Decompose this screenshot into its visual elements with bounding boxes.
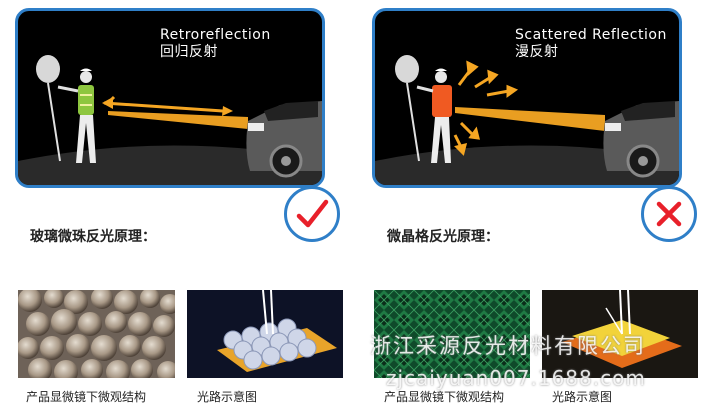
check-icon xyxy=(296,199,329,228)
watermark-company: 浙江采源反光材料有限公司 xyxy=(370,334,646,358)
left-caption: 玻璃微珠反光原理： xyxy=(30,229,156,245)
bead-light-path-icon xyxy=(217,290,337,372)
worker-orange-vest-icon xyxy=(395,55,452,163)
prism-pattern xyxy=(374,290,530,378)
worker-green-vest-icon xyxy=(36,55,96,163)
car-icon xyxy=(246,101,322,178)
prism-light-path-diagram xyxy=(542,290,698,378)
retroreflection-scene xyxy=(18,55,322,185)
thumb-caption-2: 光路示意图 xyxy=(197,390,258,404)
prism-microscope-image xyxy=(374,290,530,378)
glass-bead-microscope-image xyxy=(18,290,175,378)
title-en: Retroreflection xyxy=(160,27,271,43)
bead-light-path-diagram xyxy=(187,290,343,378)
retroreflection-title: Retroreflection 回归反射 xyxy=(160,27,271,61)
thumb-caption-3: 产品显微镜下微观结构 xyxy=(384,390,505,404)
watermark-url: zjcaiyuan007.1688.com xyxy=(386,366,646,390)
thumb-caption-1: 产品显微镜下微观结构 xyxy=(26,390,147,404)
scatter-arrows xyxy=(453,60,519,156)
scattered-title: Scattered Reflection 漫反射 xyxy=(515,27,667,61)
glass-beads-pattern xyxy=(18,290,175,378)
title-en: Scattered Reflection xyxy=(515,27,667,43)
title-cn: 回归反射 xyxy=(160,44,218,60)
retroreflection-panel: Retroreflection 回归反射 xyxy=(15,8,325,188)
cross-badge xyxy=(641,186,697,242)
scattered-reflection-panel: Scattered Reflection 漫反射 xyxy=(372,8,682,188)
scattered-reflection-scene xyxy=(375,55,679,185)
title-cn: 漫反射 xyxy=(515,44,559,60)
car-icon xyxy=(603,101,679,178)
check-badge xyxy=(284,186,340,242)
thumb-caption-4: 光路示意图 xyxy=(552,390,613,404)
cross-icon xyxy=(656,201,682,227)
prism-light-path-icon xyxy=(562,290,682,368)
right-caption: 微晶格反光原理： xyxy=(387,229,499,245)
